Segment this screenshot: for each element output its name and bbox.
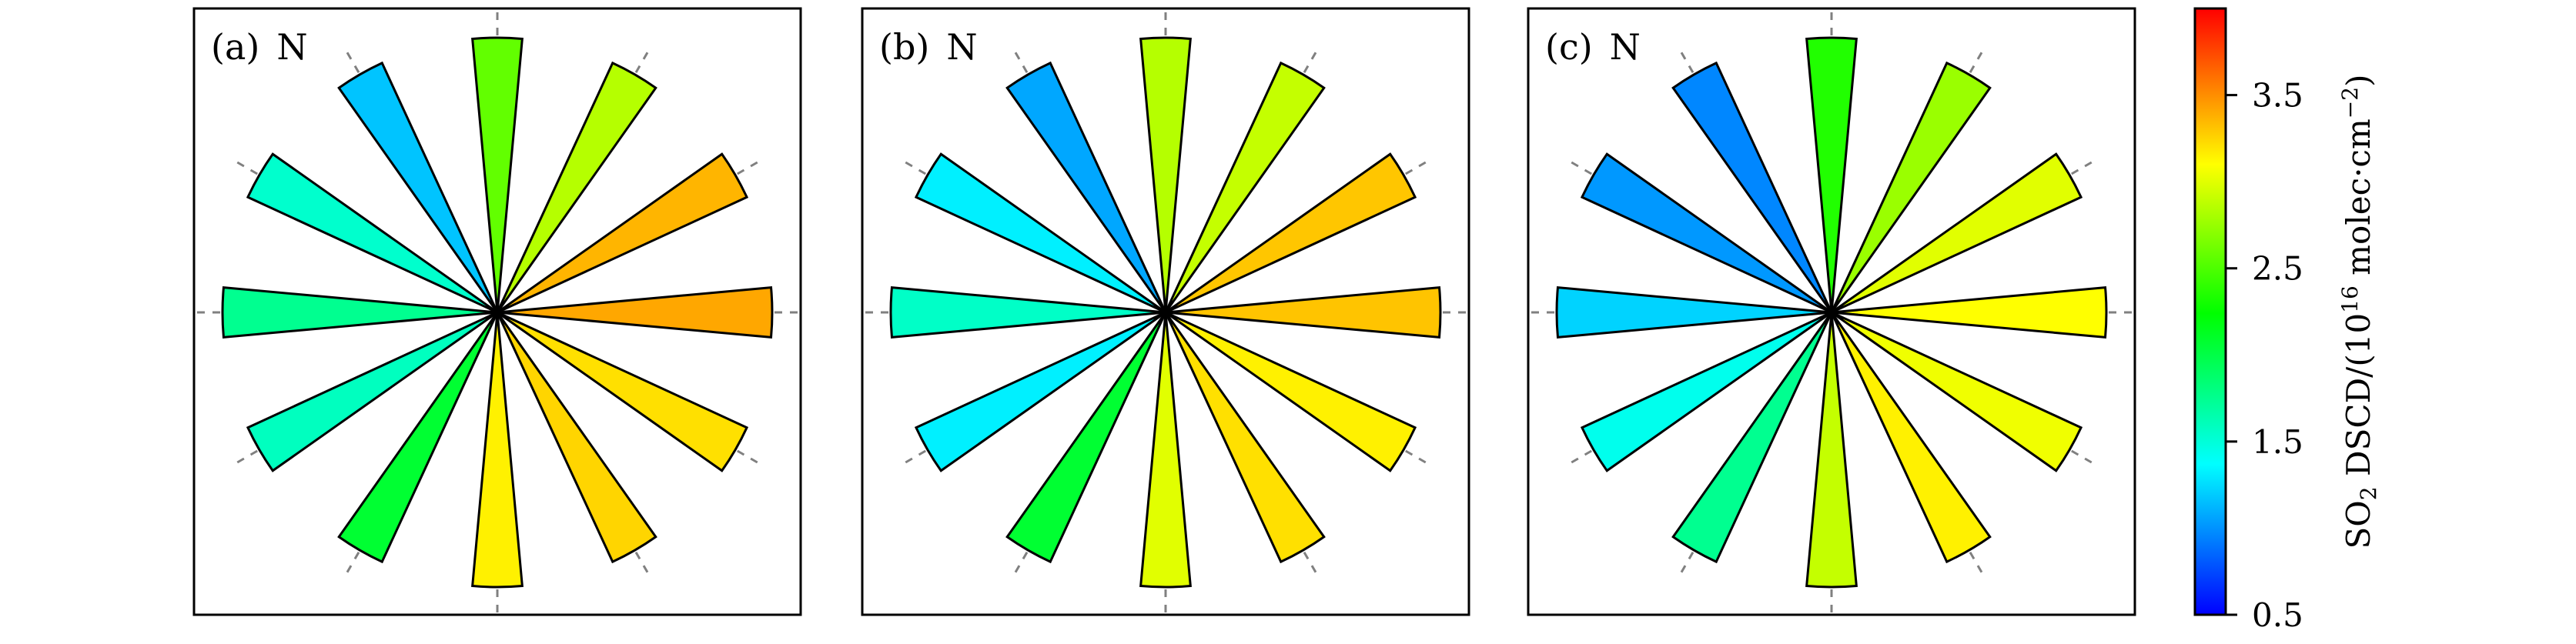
wedge-60deg <box>1831 152 2083 314</box>
wedge-240deg <box>1580 311 1832 472</box>
panel-label: (b) N <box>879 26 978 68</box>
wedge-300deg <box>1580 152 1832 314</box>
wedge-270deg <box>889 286 1166 339</box>
wedge-300deg <box>914 152 1166 314</box>
panel-label: (c) N <box>1545 26 1641 68</box>
panel-frame <box>192 7 802 616</box>
colorbar-tick-label: 2.5 <box>2252 250 2303 288</box>
wedge-30deg <box>1830 61 1992 313</box>
wedge-300deg <box>246 152 498 314</box>
wedge-330deg <box>1005 61 1167 313</box>
north-label: N <box>276 26 307 68</box>
colorbar-tick-label: 3.5 <box>2252 77 2303 115</box>
wedge-270deg <box>1555 286 1832 339</box>
label-subscript: 2 <box>2356 486 2381 500</box>
wedge-210deg <box>1005 312 1167 564</box>
panel-letter: (b) <box>879 26 929 68</box>
panel-a: (a) N <box>192 7 802 616</box>
label-part-molec: molec·cm <box>2340 118 2377 285</box>
wedge-120deg <box>497 311 749 472</box>
wedge-120deg <box>1831 311 2083 472</box>
wedge-210deg <box>337 312 499 564</box>
wedge-150deg <box>496 312 657 564</box>
colorbar: 0.5 1.5 2.5 3.5 SO2 DSCD/(1016 molec·cm−2) <box>2193 7 2381 634</box>
wedge-90deg <box>497 286 774 339</box>
panel-frame <box>1527 7 2136 616</box>
panel-frame <box>861 7 1470 616</box>
wedge-0deg <box>1139 36 1192 313</box>
panel-b: (b) N <box>861 7 1470 616</box>
wedge-30deg <box>496 61 657 313</box>
wedge-30deg <box>1164 61 1326 313</box>
wedge-150deg <box>1830 312 1992 564</box>
wedge-0deg <box>471 36 524 313</box>
colorbar-tick-label: 1.5 <box>2252 423 2303 461</box>
wedge-330deg <box>1671 61 1833 313</box>
north-label: N <box>1610 26 1641 68</box>
wedge-210deg <box>1671 312 1833 564</box>
label-part: SO <box>2340 500 2377 549</box>
wedge-270deg <box>221 286 498 339</box>
wedge-150deg <box>1164 312 1326 564</box>
panel-letter: (a) <box>211 26 259 68</box>
label-superscript: −2 <box>2337 87 2363 118</box>
colorbar-label: SO2 DSCD/(1016 molec·cm−2) <box>2337 75 2381 549</box>
panels: (a) N (b) N (c) N <box>192 7 2136 616</box>
wedge-60deg <box>497 152 749 314</box>
wedge-240deg <box>914 311 1166 472</box>
wedge-180deg <box>1805 312 1858 589</box>
panel-c: (c) N <box>1527 7 2136 616</box>
wedge-0deg <box>1805 36 1858 313</box>
wedge-60deg <box>1165 152 1417 314</box>
wedge-180deg <box>471 312 524 589</box>
wedge-180deg <box>1139 312 1192 589</box>
wedge-90deg <box>1165 286 1442 339</box>
wedge-240deg <box>246 311 498 472</box>
wedge-90deg <box>1831 286 2108 339</box>
colorbar-tick-label: 0.5 <box>2252 596 2303 634</box>
colorbar-ticks: 0.5 1.5 2.5 3.5 <box>2226 77 2303 634</box>
north-label: N <box>946 26 977 68</box>
label-part-dscd: DSCD/(10 <box>2340 313 2377 487</box>
panel-label: (a) N <box>211 26 308 68</box>
label-part: ) <box>2340 75 2377 87</box>
panel-letter: (c) <box>1545 26 1593 68</box>
label-superscript: 16 <box>2337 285 2363 313</box>
colorbar-bar <box>2193 7 2227 616</box>
wedge-120deg <box>1165 311 1417 472</box>
wedge-330deg <box>337 61 499 313</box>
